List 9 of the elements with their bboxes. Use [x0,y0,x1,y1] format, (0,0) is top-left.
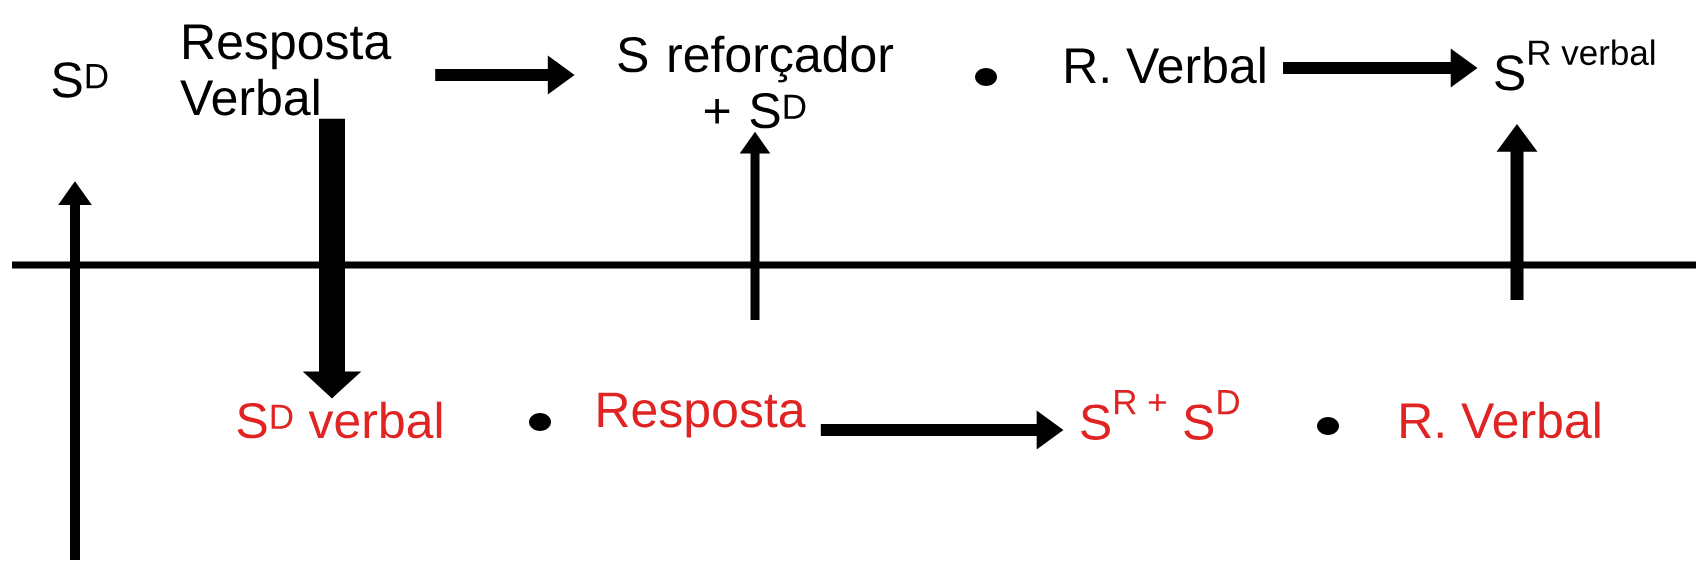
label-text: Resposta Verbal [180,24,392,116]
label-text: $\text{S}^{\text{R verbal}}$ [1495,39,1655,91]
label-text: $\text{S}^{\text{R +}}\text{ S}^{\text{D}}$ [1081,390,1239,440]
label-text: Resposta [598,392,806,438]
label-text: S reforçador + S$^{D}$ [618,35,894,129]
label-text: S$^{D}$ verbal [237,401,442,439]
label-text: S$^{D}$ [52,62,108,98]
label-text: R. Verbal [1066,46,1265,84]
label-text: R. Verbal [1401,401,1600,439]
